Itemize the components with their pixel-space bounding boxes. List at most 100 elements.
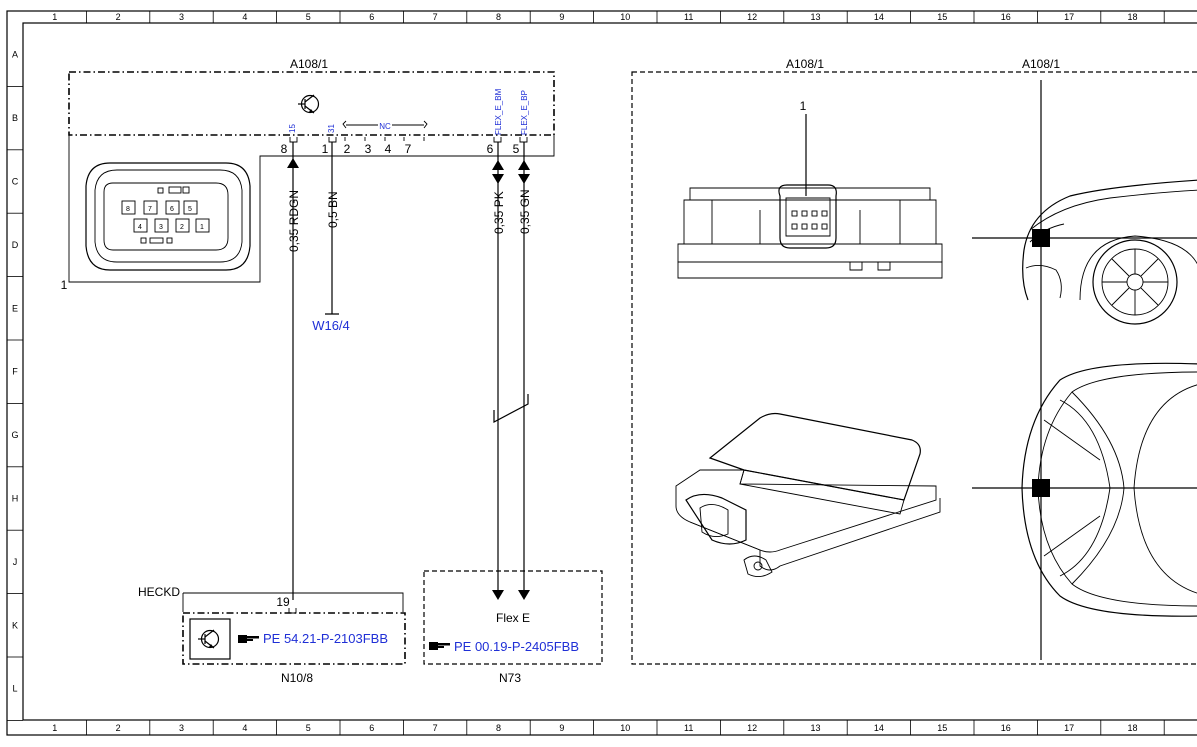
grid-col-label-bottom: 18 [1127, 723, 1137, 733]
pin-number-8: 8 [281, 142, 288, 156]
connector-pin-2: 2 [180, 224, 184, 231]
ground-label: W16/4 [312, 318, 350, 333]
wire-gn-arrows [518, 160, 530, 184]
wire-label-rdgn: 0,35 RDGN [287, 190, 301, 252]
wire-rdgn-arrow-up [287, 158, 299, 168]
module-label: A108/1 [290, 57, 328, 71]
location-panel [631, 71, 1197, 665]
ecu-connector-icon: 8 7 6 5 4 3 2 1 [85, 162, 251, 271]
grid-col-label-bottom: 17 [1064, 723, 1074, 733]
wire-bn [325, 142, 339, 315]
n73-reference-link[interactable]: PE 00.19-P-2405FBB [454, 639, 579, 654]
wire-label-pk: 0,35 PK [492, 191, 506, 234]
grid-col-label-bottom: 15 [937, 723, 947, 733]
location-label-right: A108/1 [1022, 57, 1060, 71]
grid-col-label-top: 5 [306, 12, 311, 22]
n108-box [182, 612, 406, 665]
grid-col-label-bottom: 3 [179, 723, 184, 733]
grid-row-label: F [12, 367, 18, 377]
transistor-icon [298, 94, 320, 114]
location-marker-front [1032, 229, 1050, 247]
grid-col-label-top: 17 [1064, 12, 1074, 22]
pin-number-5: 5 [513, 142, 520, 156]
grid-row-label: A [12, 50, 18, 60]
drawing-frame [22, 22, 1197, 721]
pin-label-flex-e-bm: FLEX_E_BM [494, 88, 503, 135]
pin-label-flex-e-bp: FLEX_E_BP [520, 90, 529, 135]
twisted-pair-marker [493, 394, 529, 423]
grid-col-label-top: 4 [242, 12, 247, 22]
pin-label-nc: NC [379, 122, 391, 131]
pin-number-2: 2 [344, 142, 351, 156]
grid-col-label-top: 9 [559, 12, 564, 22]
n73-box [423, 570, 603, 665]
grid-row-label: C [12, 177, 19, 187]
n108-pin-number: 19 [276, 595, 290, 609]
grid-col-label-top: 6 [369, 12, 374, 22]
grid-col-label-top: 10 [620, 12, 630, 22]
grid-col-label-bottom: 11 [684, 723, 693, 733]
grid-col-label-bottom: 10 [620, 723, 630, 733]
grid-col-label-bottom: 9 [559, 723, 564, 733]
grid-col-label-top: 7 [433, 12, 438, 22]
nc-bracket [342, 120, 428, 129]
pin-number-6: 6 [487, 142, 494, 156]
grid-col-label-bottom: 1 [52, 723, 57, 733]
grid-col-label-top: 1 [52, 12, 57, 22]
module-front-view [677, 184, 943, 279]
connector-enclosure [68, 135, 555, 283]
pin-number-4: 4 [385, 142, 392, 156]
grid-col-label-top: 16 [1001, 12, 1011, 22]
grid-col-label-bottom: 16 [1001, 723, 1011, 733]
grid-col-label-bottom: 7 [433, 723, 438, 733]
grid-col-label-bottom: 12 [747, 723, 757, 733]
module-iso-view [675, 412, 941, 577]
grid-row-label: G [11, 430, 18, 440]
n108-name: N10/8 [281, 671, 313, 685]
car-front-icon [1022, 179, 1197, 325]
n73-title: Flex E [496, 611, 530, 625]
pin-number-7: 7 [405, 142, 412, 156]
n108-pin-stub [288, 608, 297, 614]
n108-icon-frame [189, 618, 231, 660]
connector-pin-4: 4 [138, 224, 142, 231]
grid-row-label: L [12, 684, 17, 694]
grid-row-label: B [12, 113, 18, 123]
hand-pointer-icon[interactable] [238, 635, 259, 643]
grid-col-label-bottom: 2 [116, 723, 121, 733]
grid-col-label-top: 2 [116, 12, 121, 22]
wire-label-gn: 0,35 GN [518, 189, 532, 234]
location-label-left: A108/1 [786, 57, 824, 71]
grid-col-label-top: 15 [937, 12, 947, 22]
hand-pointer-icon[interactable] [429, 642, 450, 650]
bus-label: HECKD [138, 585, 180, 599]
connector-callout: 1 [61, 278, 68, 292]
grid-col-label-bottom: 8 [496, 723, 501, 733]
wire-pk-arrow-down [492, 590, 504, 600]
n73-name: N73 [499, 671, 521, 685]
module-box [68, 71, 555, 136]
grid-rulers: 1122334455667788991010111112121313141415… [7, 11, 1165, 735]
n108-reference-link[interactable]: PE 54.21-P-2103FBB [263, 631, 388, 646]
grid-col-label-bottom: 4 [242, 723, 247, 733]
grid-col-label-bottom: 14 [874, 723, 884, 733]
wire-pk-arrows [492, 160, 504, 184]
wire-gn-arrow-down [518, 590, 530, 600]
grid-row-label: D [12, 240, 19, 250]
connector-pin-7: 7 [148, 206, 152, 213]
part-callout: 1 [800, 99, 807, 113]
grid-col-label-top: 11 [684, 12, 693, 22]
pin-label-15: 15 [288, 124, 297, 133]
connector-pin-8: 8 [126, 206, 130, 213]
location-marker-top [1032, 479, 1050, 497]
grid-row-label: H [12, 494, 19, 504]
pin-number-1: 1 [322, 142, 329, 156]
grid-col-label-top: 8 [496, 12, 501, 22]
grid-row-label: E [12, 303, 18, 313]
transistor-icon [198, 629, 220, 649]
sheet-frame [6, 10, 1197, 736]
grid-col-label-top: 14 [874, 12, 884, 22]
pin-label-31: 31 [327, 124, 336, 133]
